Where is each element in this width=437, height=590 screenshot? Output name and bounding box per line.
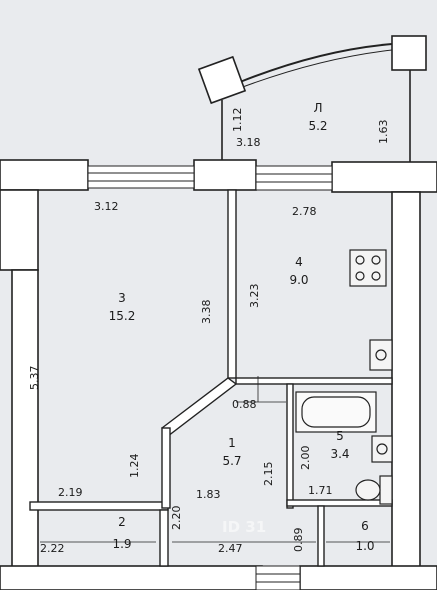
dim-balcony-left: 1.12 xyxy=(231,108,244,133)
dimension-labels: 1.12 3.18 1.63 3.12 2.78 5.37 3.38 3.23 … xyxy=(28,108,390,556)
dim-balcony-width: 3.18 xyxy=(236,136,261,149)
dim-kitchen-left: 3.23 xyxy=(248,284,261,309)
dim-closet-bottom: 2.22 xyxy=(40,542,65,555)
sink-icon xyxy=(369,339,393,371)
room-bath-num: 5 xyxy=(336,429,344,443)
dim-living-bottom: 2.19 xyxy=(58,486,83,499)
dim-wc-side: 0.89 xyxy=(292,528,305,553)
windows xyxy=(87,165,333,590)
exterior-walls xyxy=(0,159,437,590)
dim-bath-width: 1.71 xyxy=(308,484,333,497)
room-bath-area: 3.4 xyxy=(330,447,349,461)
dim-living-top: 3.12 xyxy=(94,200,119,213)
watermark: ID 31 xyxy=(222,518,266,536)
dim-hall-width: 1.83 xyxy=(196,488,221,501)
stove-icon xyxy=(349,249,387,287)
room-living-num: 3 xyxy=(118,291,126,305)
room-closet-num: 2 xyxy=(118,515,126,529)
dim-living-left: 5.37 xyxy=(28,366,41,391)
dim-hall-corner: 0.88 xyxy=(232,398,257,411)
balcony xyxy=(197,35,427,162)
dim-balcony-right: 1.63 xyxy=(377,120,390,145)
room-balcony-num: Л xyxy=(313,101,322,115)
room-wc-area: 1.0 xyxy=(355,539,374,553)
dimension-lines xyxy=(40,376,390,543)
dim-hall-bottom: 2.47 xyxy=(218,542,243,555)
room-kitchen-area: 9.0 xyxy=(289,273,308,287)
washbasin-icon xyxy=(371,435,393,463)
dim-kitchen-top: 2.78 xyxy=(292,205,317,218)
dim-hall-right: 2.15 xyxy=(262,462,275,487)
room-closet-area: 1.9 xyxy=(112,537,131,551)
room-hall-num: 1 xyxy=(228,436,236,450)
room-hall-area: 5.7 xyxy=(222,454,241,468)
room-balcony-area: 5.2 xyxy=(308,119,327,133)
room-living-area: 15.2 xyxy=(109,309,136,323)
dim-living-bottom-side: 1.24 xyxy=(128,454,141,479)
bathtub-icon xyxy=(295,391,377,433)
dim-closet-side: 2.20 xyxy=(170,506,183,531)
dim-living-right: 3.38 xyxy=(200,300,213,325)
interior-walls xyxy=(29,189,393,567)
room-wc-num: 6 xyxy=(361,519,369,533)
dim-bath-left: 2.00 xyxy=(299,446,312,471)
room-labels: Л 5.2 4 9.0 3 15.2 1 5.7 5 3.4 2 1.9 6 1… xyxy=(109,101,375,553)
toilet-icon xyxy=(355,475,393,505)
room-kitchen-num: 4 xyxy=(295,255,303,269)
